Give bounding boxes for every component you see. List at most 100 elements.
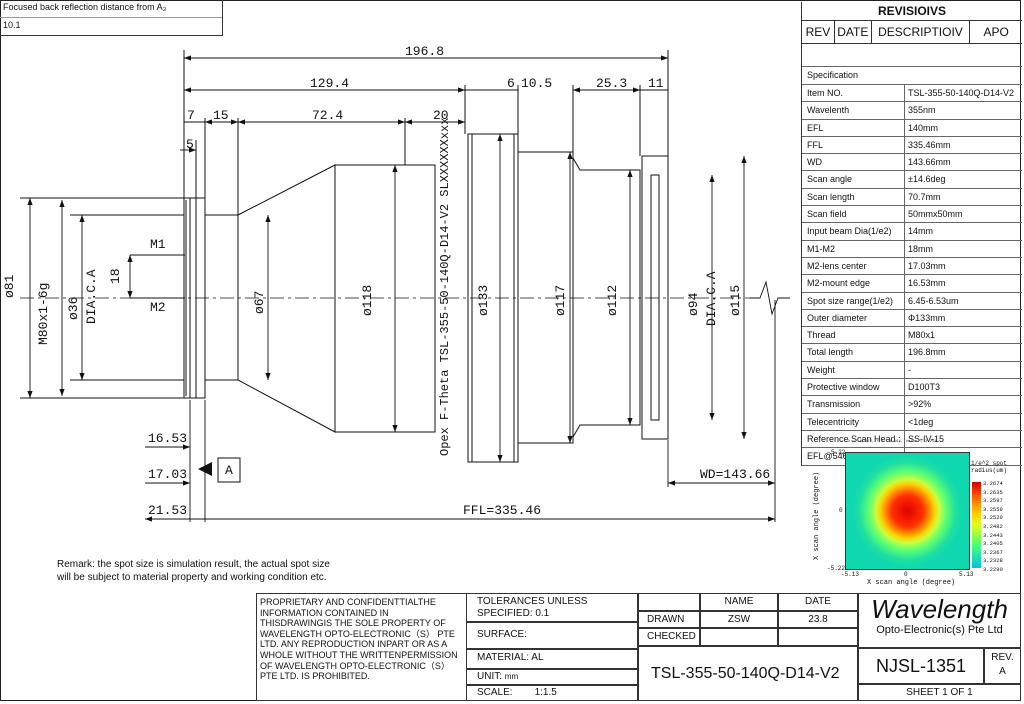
lens-drawing bbox=[20, 50, 790, 522]
spec-key: Reference Scan Head : bbox=[802, 430, 905, 448]
spec-table: REVISIOIVS REV DATE DESCRIPTIOIV APO Spe… bbox=[801, 2, 1022, 466]
spot-size-heatmap: X = -1.072, Y = -0.664, Value = 3.258 5.… bbox=[803, 440, 1021, 590]
dim-6: 6 bbox=[507, 76, 515, 91]
x-axis-label: X scan angle (degree) bbox=[867, 579, 956, 587]
legend-tick: 3.2674 bbox=[983, 480, 1003, 487]
unit-value: mm bbox=[504, 672, 519, 681]
spec-value: Φ133mm bbox=[908, 312, 946, 323]
spec-row: Reference Scan Head :SS-IV-15 bbox=[802, 430, 1022, 449]
dim-phi115: ø115 bbox=[728, 284, 743, 316]
spec-key: Item NO. bbox=[802, 85, 905, 102]
legend-tick: 3.2290 bbox=[983, 565, 1003, 573]
spec-row: Telecentricity<1deg bbox=[802, 413, 1022, 431]
spec-key: Input beam Dia(1/e2) bbox=[802, 223, 905, 240]
spec-value: 18mm bbox=[908, 243, 934, 254]
unit-label: UNIT: bbox=[477, 671, 502, 682]
focus-distance-label: Focused back reflection distance from A₃ bbox=[0, 0, 222, 18]
spec-heading: Specification bbox=[802, 66, 1022, 85]
spec-value: - bbox=[908, 364, 911, 375]
description-col: DESCRIPTIOIV bbox=[872, 21, 971, 43]
label-m2: M2 bbox=[150, 300, 166, 315]
datum-a-label: A bbox=[225, 463, 233, 478]
spec-value: SS-IV-15 bbox=[908, 433, 945, 444]
spec-value: 50mmx50mm bbox=[908, 209, 963, 220]
spec-value: 355nm bbox=[908, 105, 936, 116]
checked-date bbox=[778, 628, 858, 646]
spec-value: 16.53mm bbox=[908, 278, 946, 289]
drawn-name: ZSW bbox=[700, 611, 778, 628]
spec-key: Thread bbox=[802, 327, 905, 344]
dim-20: 20 bbox=[433, 108, 449, 123]
spec-row: Weight- bbox=[802, 361, 1022, 380]
dim-thread: M80x1-6g bbox=[36, 282, 51, 345]
x-left: -5.13 bbox=[841, 571, 860, 578]
dim-phi36: ø36 bbox=[66, 296, 81, 320]
spec-key: Transmission bbox=[802, 396, 905, 413]
dim-phi112: ø112 bbox=[605, 284, 620, 316]
legend-colorbar bbox=[972, 482, 981, 568]
remark-line-1: Remark: the spot size is simulation resu… bbox=[57, 559, 330, 570]
name-header: NAME bbox=[700, 593, 778, 611]
spec-row: Scan angle±14.6deg bbox=[802, 171, 1022, 189]
tolerances: TOLERANCES UNLESS SPECIFIED: 0.1 bbox=[466, 593, 638, 622]
apo-col: APO bbox=[983, 25, 1009, 39]
dim-16-53: 16.53 bbox=[148, 431, 188, 446]
dim-dca-1: DIA.C.A bbox=[84, 269, 99, 324]
spec-value: 6.45-6.53um bbox=[908, 295, 959, 306]
spec-key: Scan angle bbox=[802, 171, 905, 188]
rev-cell: REV. A bbox=[984, 648, 1021, 684]
dim-phi133: ø133 bbox=[476, 284, 491, 316]
surface: SURFACE: bbox=[466, 622, 638, 649]
dim-15: 15 bbox=[213, 108, 229, 123]
dim-17-03: 17.03 bbox=[148, 467, 188, 482]
rev-label: REV. bbox=[991, 652, 1014, 663]
dim-phi117: ø117 bbox=[553, 284, 568, 316]
drawn-label: DRAWN bbox=[638, 611, 700, 628]
company-cell: Wavelength Opto-Electronic(s) Pte Ltd bbox=[858, 593, 1021, 648]
proprietary-notice: PROPRIETARY AND CONFIDENTTIALTHE INFORMA… bbox=[256, 593, 466, 701]
spec-value: 196.8mm bbox=[908, 347, 946, 358]
spec-value: >92% bbox=[908, 399, 932, 410]
spec-key: Telecentricity bbox=[802, 413, 905, 430]
spec-row: Item NO.TSL-355-50-140Q-D14-V2 bbox=[802, 85, 1022, 103]
label-m1: M1 bbox=[150, 237, 166, 252]
dim-129: 129.4 bbox=[310, 76, 350, 91]
spec-value: TSL-355-50-140Q-D14-V2 bbox=[908, 88, 1015, 98]
material: MATERIAL: AL bbox=[466, 649, 638, 669]
spec-value: D100T3 bbox=[908, 382, 941, 393]
legend-title: 1/e^2 spot radius(um) bbox=[971, 460, 1008, 474]
dim-phi81: ø81 bbox=[2, 274, 17, 298]
spec-key: Wavelenth bbox=[802, 102, 905, 119]
spec-key: Scan field bbox=[802, 206, 905, 223]
spec-value: M80x1 bbox=[908, 330, 936, 341]
date-header: DATE bbox=[778, 593, 858, 611]
spec-key: Protective window bbox=[802, 379, 905, 396]
unit-cell: UNIT: mm bbox=[466, 669, 638, 685]
spec-value: 17.03mm bbox=[908, 260, 946, 271]
focus-distance-value: 10.1 bbox=[3, 20, 21, 30]
legend-tick: 3.2520 bbox=[983, 514, 1003, 522]
dim-11: 11 bbox=[648, 76, 664, 91]
dim-total-length: 196.8 bbox=[405, 44, 445, 59]
dim-72-4: 72.4 bbox=[312, 108, 344, 123]
y-mid: 0 bbox=[839, 507, 843, 514]
scale-value: 1:1.5 bbox=[534, 687, 557, 698]
dim-7: 7 bbox=[187, 108, 195, 123]
rev-value: A bbox=[999, 666, 1006, 677]
dim-18: 18 bbox=[108, 268, 123, 284]
legend-tick: 3.2367 bbox=[983, 548, 1003, 556]
spec-value: 335.46mm bbox=[908, 139, 951, 150]
rev-col: REV bbox=[802, 21, 835, 43]
legend-tick: 3.2405 bbox=[983, 540, 1003, 548]
spec-key: Total length bbox=[802, 344, 905, 361]
spec-key: M2-mount edge bbox=[802, 275, 905, 292]
dim-dca-2: DIA.C.A bbox=[704, 271, 719, 326]
